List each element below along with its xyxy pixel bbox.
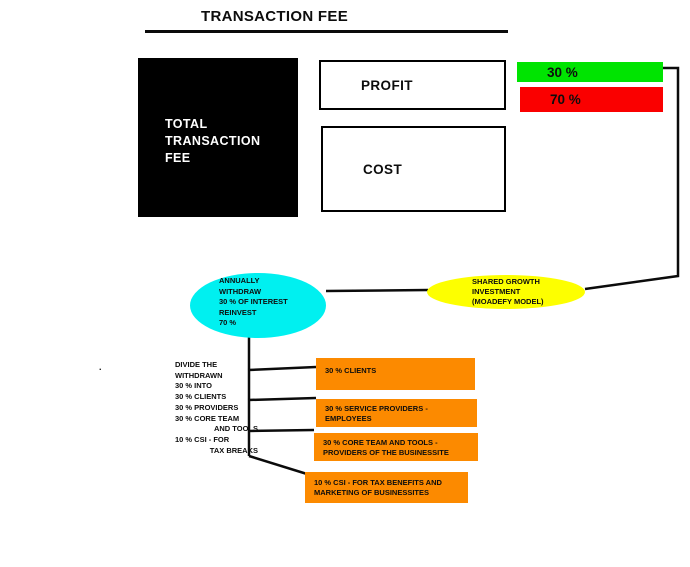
profit-box: PROFIT [319, 60, 506, 110]
allocation-box-csi: 10 % CSI - FOR TAX BENEFITS AND MARKETIN… [305, 472, 468, 503]
allocation-box-clients: 30 % CLIENTS [316, 358, 475, 390]
stray-dot: . [99, 362, 102, 372]
cost-share-bar: 70 % [520, 87, 663, 112]
profit-share-label: 30 % [547, 64, 578, 80]
connector-branch-csi [248, 454, 308, 476]
connector-branch-clients [247, 365, 317, 372]
profit-label: PROFIT [361, 77, 413, 93]
diagram-title: TRANSACTION FEE [201, 8, 348, 25]
annual-withdraw-ellipse: ANNUALLY WITHDRAW 30 % OF INTEREST REINV… [190, 273, 326, 338]
allocation-box-service-providers: 30 % SERVICE PROVIDERS - EMPLOYEES [316, 399, 477, 427]
shared-growth-ellipse: SHARED GROWTH INVESTMENT (MOADEFY MODEL) [427, 275, 585, 309]
total-transaction-fee-box: TOTAL TRANSACTION FEE [138, 58, 298, 217]
allocation-box-core-team: 30 % CORE TEAM AND TOOLS - PROVIDERS OF … [314, 433, 478, 461]
annual-withdraw-text: ANNUALLY WITHDRAW 30 % OF INTEREST REINV… [219, 276, 288, 328]
shared-growth-text: SHARED GROWTH INVESTMENT (MOADEFY MODEL) [472, 277, 544, 306]
total-transaction-fee-label: TOTAL TRANSACTION FEE [165, 117, 261, 165]
cost-box: COST [321, 126, 506, 212]
connector-branch-providers [247, 396, 317, 402]
profit-share-bar: 30 % [517, 62, 663, 82]
cost-share-label: 70 % [550, 92, 581, 107]
cost-label: COST [363, 161, 403, 177]
title-underline [145, 30, 508, 33]
divide-withdrawn-note: DIVIDE THE WITHDRAWN 30 % INTO 30 % CLIE… [175, 360, 258, 455]
connector-annual-to-shared [325, 288, 429, 293]
